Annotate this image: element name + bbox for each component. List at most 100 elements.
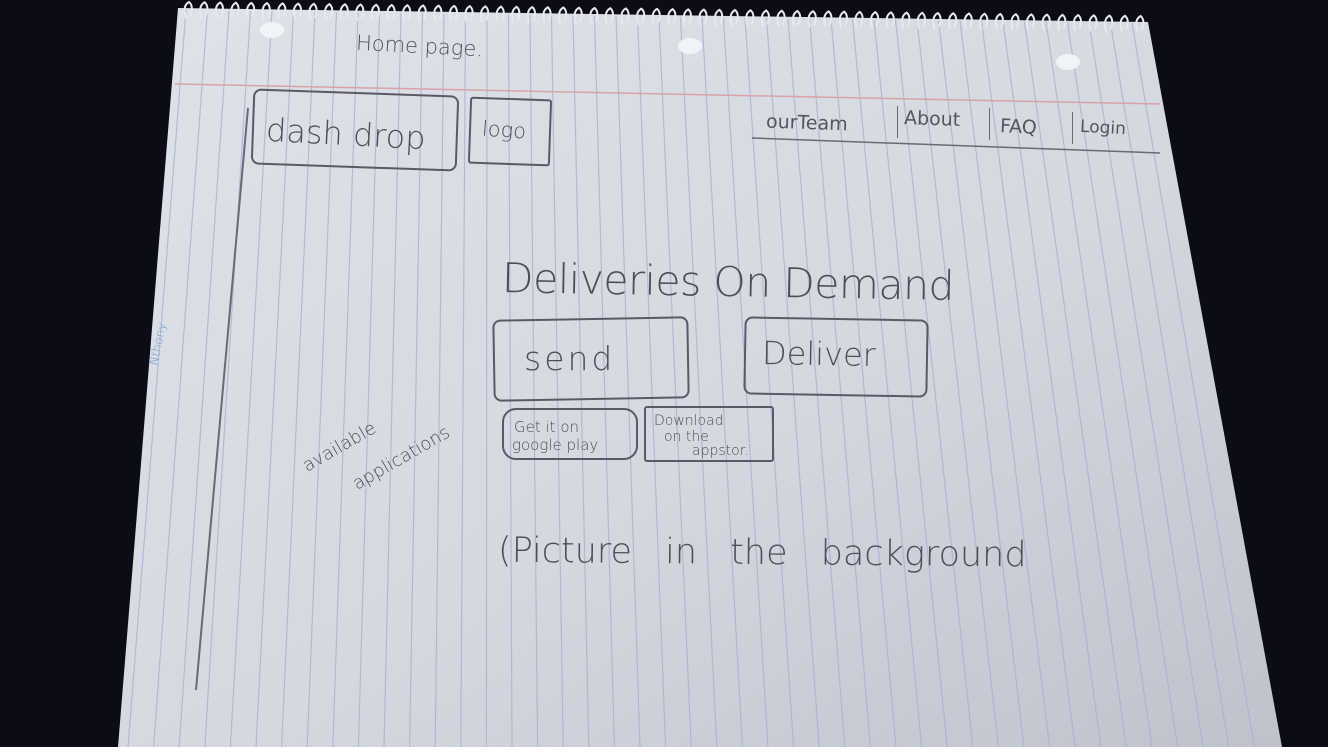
spiral-coil <box>807 9 817 28</box>
spiral-coil <box>885 11 895 29</box>
spiral-coil <box>1010 12 1020 31</box>
spiral-coil <box>604 7 614 25</box>
nav-item-our-team[interactable]: ourTeam <box>765 110 849 136</box>
spiral-coil <box>245 1 256 20</box>
spiral-coil <box>323 2 334 21</box>
spiral-coil <box>667 7 677 26</box>
rule-line <box>1131 23 1255 747</box>
nav-item-about[interactable]: About <box>903 107 961 131</box>
rule-line <box>306 12 338 747</box>
rule-line <box>178 10 230 747</box>
rule-line <box>916 20 999 747</box>
rule-line <box>460 13 467 747</box>
spiral-coil <box>542 6 552 24</box>
nav-divider <box>897 106 898 138</box>
nav-item-login[interactable]: Login <box>1079 116 1127 140</box>
app-store-line2: on the <box>664 429 709 445</box>
rule-line <box>1088 22 1204 747</box>
spiral-coil <box>479 5 490 23</box>
rule-line <box>332 12 359 747</box>
spiral-coil <box>1135 14 1145 33</box>
spiral-coil <box>589 6 599 25</box>
google-play-button[interactable] <box>502 408 638 460</box>
margin-line <box>174 83 1161 105</box>
rule-line <box>383 12 402 747</box>
spiral-coil <box>1088 14 1098 32</box>
rule-line <box>679 16 718 747</box>
rule-line <box>830 18 897 747</box>
spiral-coil <box>339 3 349 21</box>
spiral-coil <box>214 1 224 19</box>
spiral-coil <box>1103 14 1114 32</box>
rule-line <box>153 10 209 747</box>
rule-line <box>434 13 445 747</box>
app-store-line1: Download <box>654 413 724 429</box>
spiral-coil <box>277 2 287 20</box>
spiral-coil <box>963 12 973 30</box>
binder-hole <box>1056 54 1080 70</box>
spiral-coil <box>355 3 365 21</box>
nav-item-faq[interactable]: FAQ <box>999 115 1038 139</box>
spiral-coil <box>901 11 911 29</box>
spiral-coil <box>682 8 692 26</box>
rule-line <box>550 15 564 747</box>
spiral-coil <box>760 9 770 27</box>
rule-line <box>1002 21 1102 747</box>
rule-line <box>127 9 187 747</box>
spiral-coil <box>370 3 380 22</box>
google-play-line2: google play <box>512 436 599 454</box>
spiral-coil <box>230 1 240 20</box>
spiral-coil <box>511 5 521 24</box>
rule-line <box>204 10 252 747</box>
rule-line <box>507 14 513 747</box>
rule-line <box>529 14 539 747</box>
spiral-coil <box>308 2 318 21</box>
spiral-coil <box>401 4 412 22</box>
rule-line <box>959 20 1051 747</box>
rule-line <box>722 17 769 747</box>
rule-line <box>357 12 381 747</box>
rule-line <box>851 19 923 747</box>
rule-line <box>873 19 948 747</box>
rule-line <box>281 11 316 747</box>
spiral-coil <box>199 1 209 19</box>
spiral-coil <box>1072 13 1082 32</box>
spiral-coil <box>713 8 724 27</box>
rule-line <box>229 11 273 747</box>
rule-line <box>744 17 795 747</box>
rule-line <box>894 19 974 747</box>
spiral-coil <box>979 12 989 31</box>
brand-label: dash drop <box>265 110 427 158</box>
app-store-line3: appstor. <box>692 443 749 459</box>
nav-divider <box>989 108 990 140</box>
rule-line <box>255 11 295 747</box>
rule-line <box>1109 22 1230 747</box>
binder-hole <box>678 38 702 54</box>
rule-line <box>485 14 488 747</box>
spiral-coil <box>651 7 661 26</box>
paper-sheet <box>118 8 1282 747</box>
spiral-coil <box>573 6 583 25</box>
spiral-coil <box>557 6 568 24</box>
spiral-coil <box>1057 13 1067 32</box>
spiral-coil <box>1041 13 1051 31</box>
app-store-button[interactable] <box>644 406 774 462</box>
spiral-coil <box>869 10 880 29</box>
rule-line <box>1023 21 1127 747</box>
spiral-coil <box>464 4 474 23</box>
spiral-coil <box>635 7 646 25</box>
spiral-coil <box>1119 14 1129 33</box>
spiral-coil <box>417 4 427 22</box>
background-picture-note: (Picture in the background <box>497 530 1027 576</box>
send-button-label: send <box>524 339 616 378</box>
deliver-button-label: Deliver <box>761 334 877 374</box>
spiral-coil <box>947 12 958 30</box>
spiral-coil <box>745 9 755 27</box>
rule-line <box>409 13 424 747</box>
spiral-coil <box>838 10 848 28</box>
spiral-coil <box>261 1 271 20</box>
rule-line <box>1045 21 1153 747</box>
spiral-coil <box>776 9 786 28</box>
rule-line <box>980 21 1076 747</box>
